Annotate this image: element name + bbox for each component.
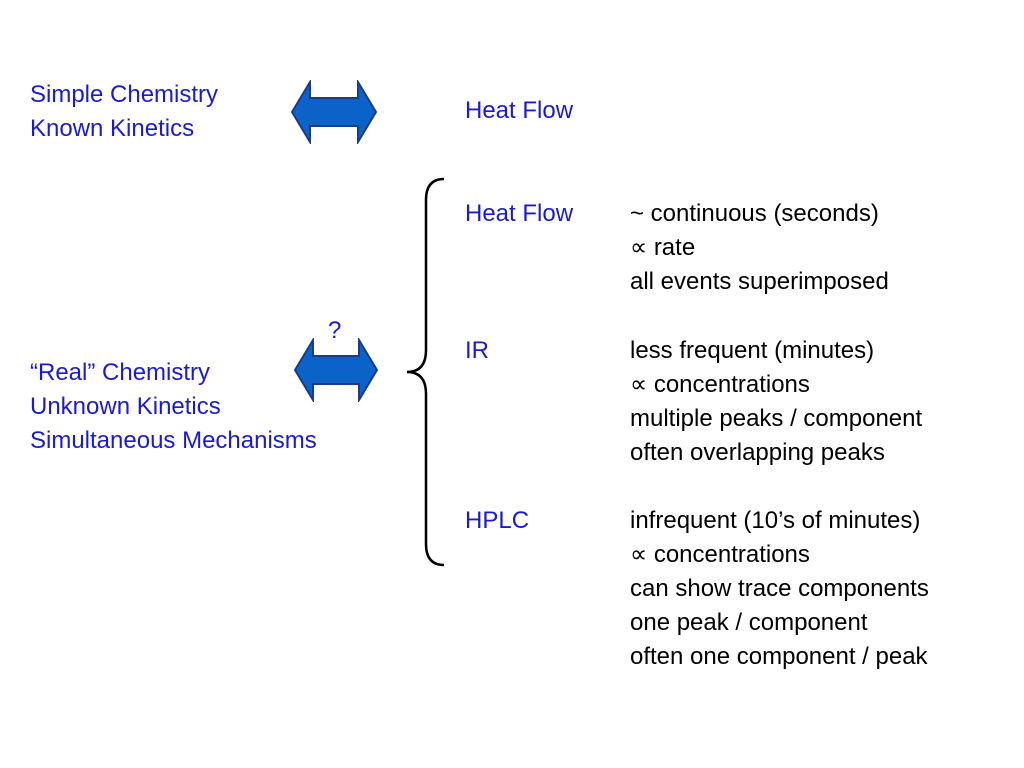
heat-flow-detail-1: ~ continuous (seconds)	[630, 200, 879, 227]
unknown-kinetics-label: Unknown Kinetics	[30, 393, 221, 420]
heat-flow-top-label: Heat Flow	[465, 97, 574, 124]
hplc-detail-2: ∝ concentrations	[630, 541, 810, 568]
known-kinetics-label: Known Kinetics	[30, 115, 195, 142]
method-name-ir: IR	[465, 337, 489, 364]
heat-flow-detail-2: ∝ rate	[630, 234, 696, 261]
heat-flow-detail-3: all events superimposed	[630, 268, 889, 295]
ir-detail-1: less frequent (minutes)	[630, 337, 875, 364]
ir-detail-3: multiple peaks / component	[630, 405, 923, 432]
hplc-detail-3: can show trace components	[630, 575, 929, 602]
hplc-detail-1: infrequent (10’s of minutes)	[630, 507, 921, 534]
method-name-heat-flow: Heat Flow	[465, 200, 574, 227]
double-arrow-bottom-icon	[293, 338, 379, 402]
real-chemistry-label: “Real” Chemistry	[30, 359, 211, 386]
curly-brace-icon	[406, 177, 445, 567]
ir-detail-2: ∝ concentrations	[630, 371, 810, 398]
simple-chemistry-label: Simple Chemistry	[30, 81, 219, 108]
method-name-hplc: HPLC	[465, 507, 530, 534]
simultaneous-mechanisms-label: Simultaneous Mechanisms	[30, 427, 317, 454]
ir-detail-4: often overlapping peaks	[630, 439, 885, 466]
hplc-detail-5: often one component / peak	[630, 643, 928, 670]
hplc-detail-4: one peak / component	[630, 609, 868, 636]
question-mark: ?	[328, 317, 342, 344]
double-arrow-top-icon	[290, 80, 378, 144]
